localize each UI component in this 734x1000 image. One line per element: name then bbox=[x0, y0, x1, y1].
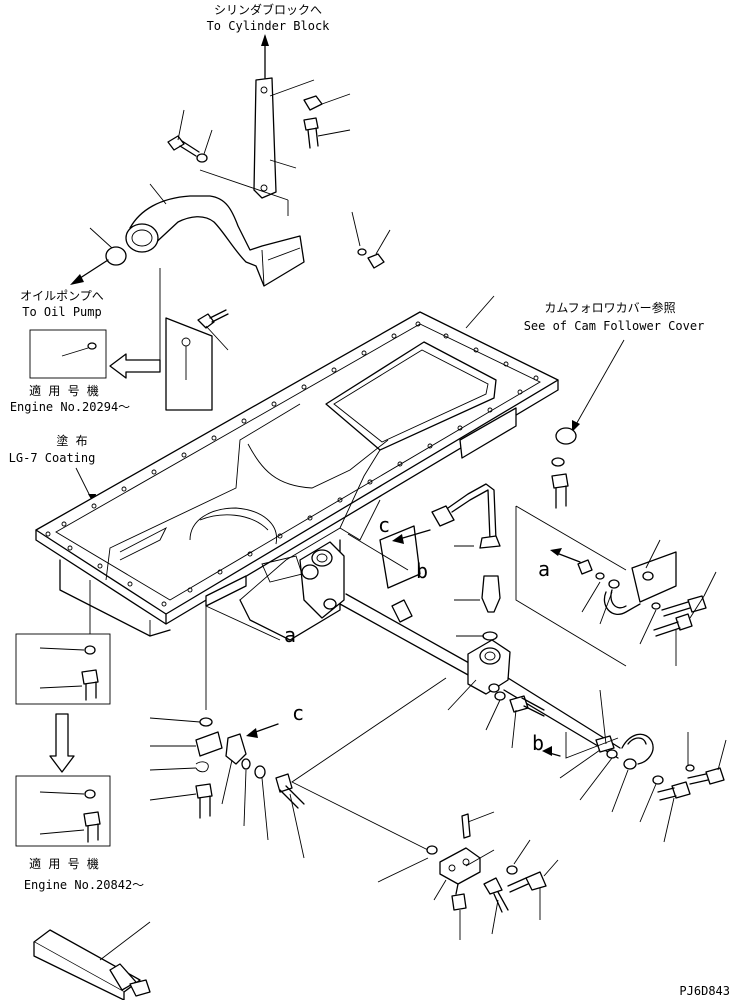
inset-box-engine-20842 bbox=[15, 775, 111, 847]
leader-lines-top bbox=[89, 79, 391, 360]
ref-a-detail-arrow bbox=[550, 548, 581, 563]
cam-cover-label-en: See of Cam Follower Cover bbox=[524, 319, 705, 333]
washer-and-nut-right bbox=[357, 248, 385, 269]
coating-label-jp: 塗 布 bbox=[56, 433, 87, 448]
applicable-engine-2-label-jp: 適 用 号 機 bbox=[29, 856, 99, 871]
bracket-plate-detail bbox=[165, 309, 229, 411]
cam-cover-label-jp: カムフォロワカバー参照 bbox=[544, 300, 675, 315]
ref-label-c-lower: c bbox=[292, 701, 304, 725]
ref-label-a-pan: a bbox=[284, 623, 296, 647]
ref-c-lower-arrow bbox=[246, 723, 279, 738]
cam-cover-arrow bbox=[572, 339, 625, 432]
ref-a-arrow-pan bbox=[205, 605, 281, 641]
ref-label-b-pan: b bbox=[416, 559, 428, 583]
ref-label-b-lower: b bbox=[532, 731, 544, 755]
lower-oil-pipe bbox=[339, 593, 725, 801]
applicable-engine-1-label-en: Engine No.20294～ bbox=[10, 400, 130, 414]
ref-b-arrow-pan bbox=[347, 533, 409, 571]
cam-cover-seal-bolt bbox=[551, 427, 577, 509]
lower-bracket-group bbox=[377, 811, 559, 940]
oil-pump-label-en: To Oil Pump bbox=[22, 305, 101, 319]
oil-pan bbox=[35, 311, 559, 641]
pipe-bracket bbox=[253, 77, 277, 199]
strainer-bar bbox=[33, 921, 151, 1000]
detail-a-panel bbox=[515, 505, 627, 667]
gauge-tube bbox=[431, 483, 501, 641]
lower-leader-lines bbox=[447, 679, 727, 843]
cylinder-block-label-jp: シリンダブロックへ bbox=[214, 2, 322, 17]
oil-pump-arrow bbox=[70, 259, 109, 285]
drawing-code: PJ6D843 bbox=[679, 984, 730, 998]
leader-to-lower-bracket bbox=[291, 677, 447, 853]
nut-upper-right bbox=[303, 95, 323, 111]
oil-pump-label-jp: オイルポンプへ bbox=[20, 289, 104, 303]
detail-b-marker bbox=[565, 732, 619, 759]
ref-b-lower-arrow bbox=[542, 746, 561, 757]
hollow-arrow-down bbox=[49, 713, 75, 773]
washer-upper-left bbox=[196, 153, 208, 163]
cylinder-block-arrow bbox=[261, 34, 269, 79]
hollow-arrow-left bbox=[109, 353, 161, 379]
inset-box-before bbox=[15, 633, 111, 705]
bolt-upper-left bbox=[167, 135, 200, 157]
leader-line-pan bbox=[465, 295, 495, 329]
bolt-upper-right bbox=[303, 117, 319, 149]
applicable-engine-2-label-en: Engine No.20842～ bbox=[24, 878, 144, 892]
inset-box-engine-20294 bbox=[29, 329, 107, 379]
ref-label-a-detail: a bbox=[538, 557, 550, 581]
flange-bolt-holes bbox=[45, 321, 539, 607]
detail-a-parts bbox=[577, 539, 717, 666]
cylinder-block-label-en: To Cylinder Block bbox=[207, 19, 331, 33]
coating-label-en: LG-7 Coating bbox=[9, 451, 96, 465]
left-lower-parts bbox=[149, 606, 305, 859]
o-ring bbox=[105, 246, 127, 266]
ref-c-arrow-upper bbox=[392, 529, 431, 544]
oil-suction-pipe bbox=[125, 195, 305, 287]
applicable-engine-1-label-jp: 適 用 号 機 bbox=[29, 383, 99, 398]
ref-label-c-upper: c bbox=[378, 513, 390, 537]
